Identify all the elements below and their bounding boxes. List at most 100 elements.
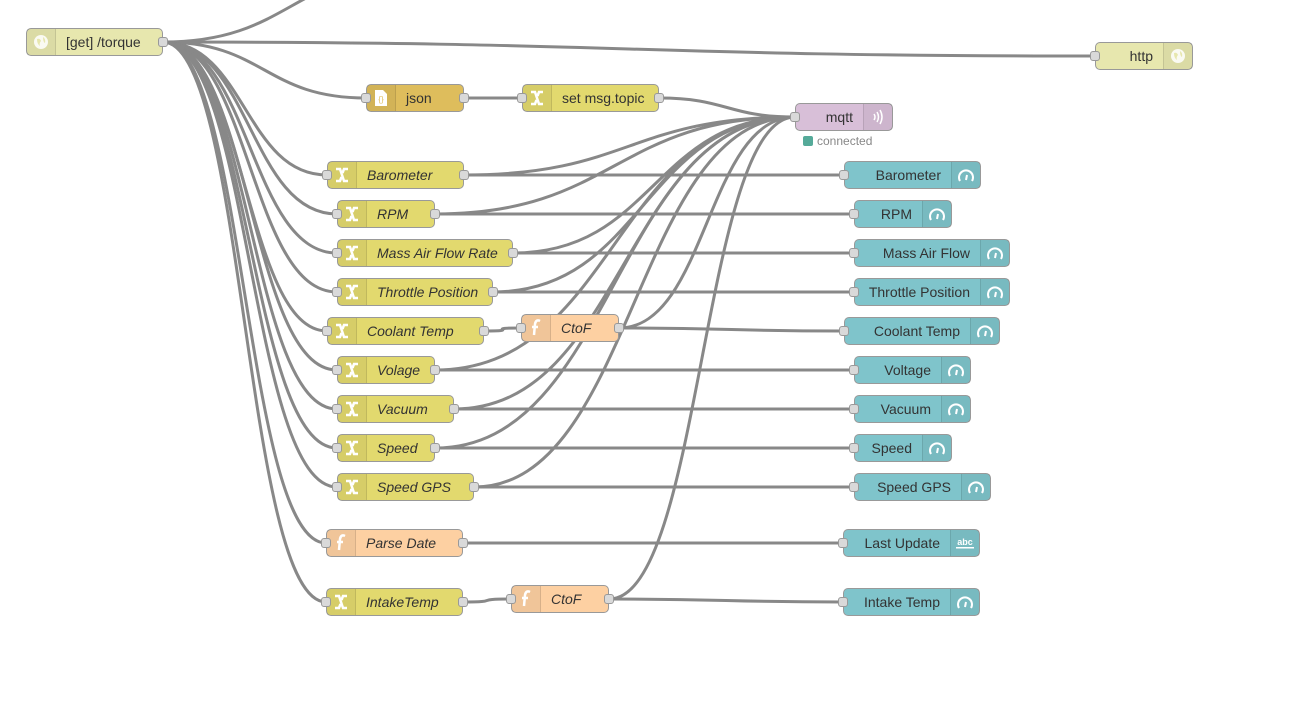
wire[interactable] [162,40,338,216]
wire[interactable] [162,40,367,100]
change-node[interactable]: IntakeTemp [321,588,468,616]
output-port[interactable] [449,404,459,414]
change-node[interactable]: Mass Air Flow Rate [332,239,518,267]
output-port[interactable] [604,594,614,604]
wire[interactable] [608,115,796,601]
dashboard-node[interactable]: Intake Temp [838,588,980,616]
function-node[interactable]: CtoF [516,314,624,342]
dashboard-node[interactable]: Vacuum [849,395,971,423]
change-node[interactable]: Speed [332,434,440,462]
wire[interactable] [162,40,338,294]
function-node[interactable]: CtoF [506,585,614,613]
input-port[interactable] [790,112,800,122]
output-port[interactable] [479,326,489,336]
input-port[interactable] [849,248,859,258]
change-node[interactable]: Barometer [322,161,469,189]
input-port[interactable] [332,248,342,258]
wire[interactable] [658,96,796,119]
input-port[interactable] [517,93,527,103]
output-port[interactable] [430,365,440,375]
input-port[interactable] [849,365,859,375]
output-port[interactable] [158,37,168,47]
change-node[interactable]: Throttle Position [332,278,498,306]
input-port[interactable] [321,538,331,548]
dashboard-node[interactable]: Mass Air Flow [849,239,1010,267]
input-port[interactable] [849,287,859,297]
change-node[interactable]: RPM [332,200,440,228]
node-label: Speed [377,440,418,456]
output-port[interactable] [614,323,624,333]
wire[interactable] [434,115,796,216]
input-port[interactable] [361,93,371,103]
wireless-icon [863,104,892,130]
input-port[interactable] [849,482,859,492]
input-port[interactable] [1090,51,1100,61]
output-port[interactable] [430,443,440,453]
wire[interactable] [618,326,845,333]
wire[interactable] [483,326,522,333]
output-port[interactable] [508,248,518,258]
output-port[interactable] [458,597,468,607]
input-port[interactable] [838,597,848,607]
node-label: RPM [377,206,409,222]
change-node[interactable]: Vacuum [332,395,459,423]
dashboard-node[interactable]: Throttle Position [849,278,1010,306]
output-port[interactable] [488,287,498,297]
input-port[interactable] [838,538,848,548]
input-port[interactable] [839,170,849,180]
node-label: set msg.topic [562,90,645,106]
wire[interactable] [473,115,796,489]
output-port[interactable] [654,93,664,103]
dashboard-node[interactable]: RPM [849,200,952,228]
output-port[interactable] [459,93,469,103]
node-label: Vacuum [377,401,428,417]
wire[interactable] [434,115,796,372]
output-port[interactable] [430,209,440,219]
dashboard-node[interactable]: Speed GPS [849,473,991,501]
wire[interactable] [462,597,512,604]
json-node[interactable]: {} json [361,84,469,112]
dashboard-node[interactable]: Voltage [849,356,971,384]
wire[interactable] [162,40,327,545]
http-in-node[interactable]: [get] /torque [26,28,168,56]
input-port[interactable] [332,209,342,219]
input-port[interactable] [849,443,859,453]
input-port[interactable] [516,323,526,333]
input-port[interactable] [322,170,332,180]
input-port[interactable] [332,287,342,297]
input-port[interactable] [321,597,331,607]
output-port[interactable] [459,170,469,180]
wire[interactable] [162,0,420,44]
function-node[interactable]: Parse Date [321,529,468,557]
change-node[interactable]: Volage [332,356,440,384]
input-port[interactable] [332,365,342,375]
input-port[interactable] [322,326,332,336]
change-node[interactable]: Speed GPS [332,473,479,501]
output-port[interactable] [458,538,468,548]
wire[interactable] [434,115,796,450]
dashboard-node[interactable]: Speed [849,434,952,462]
input-port[interactable] [332,443,342,453]
output-port[interactable] [469,482,479,492]
gauge-icon [951,162,980,188]
change-node[interactable]: Coolant Temp [322,317,489,345]
http-response-node[interactable]: http [1090,42,1193,70]
wire[interactable] [618,115,796,330]
wire[interactable] [162,40,1096,58]
svg-text:abc: abc [957,537,973,547]
input-port[interactable] [849,404,859,414]
input-port[interactable] [332,404,342,414]
input-port[interactable] [849,209,859,219]
wire[interactable] [608,597,844,604]
input-port[interactable] [332,482,342,492]
input-port[interactable] [839,326,849,336]
mqtt-node[interactable]: mqtt [790,103,893,131]
set-topic-node[interactable]: set msg.topic [517,84,664,112]
gauge-icon [922,435,951,461]
dashboard-node[interactable]: Coolant Temp [839,317,1000,345]
dashboard-node[interactable]: Barometer [839,161,981,189]
wire[interactable] [162,40,338,489]
input-port[interactable] [506,594,516,604]
